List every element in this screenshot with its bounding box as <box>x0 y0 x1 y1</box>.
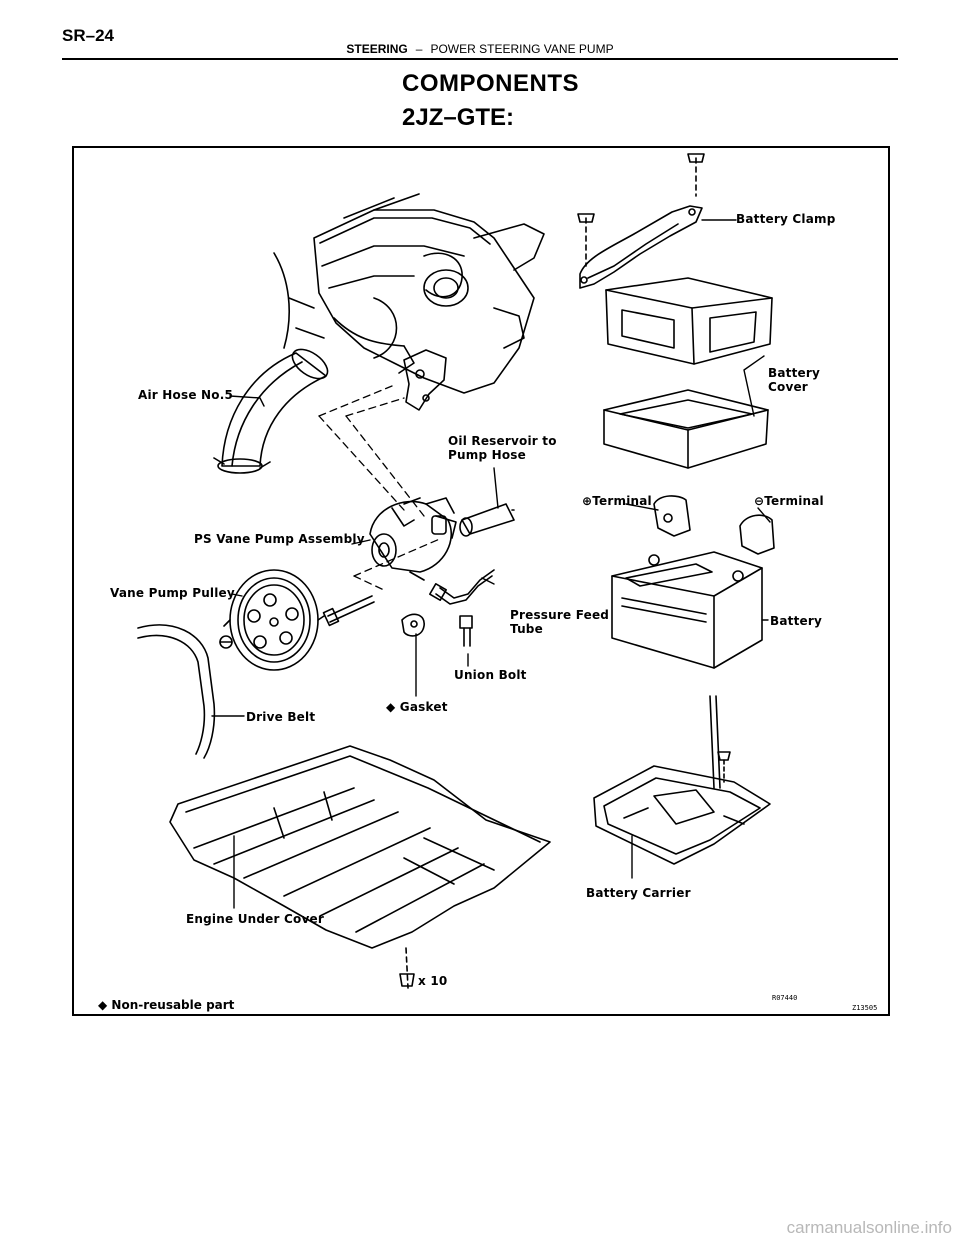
callout-bolt-quantity: x 10 <box>418 974 448 988</box>
callout-drive-belt: Drive Belt <box>246 710 316 724</box>
vane-pump-pulley-illustration <box>223 569 325 671</box>
callout-battery: Battery <box>770 614 822 628</box>
union-bolt-illustration <box>459 615 473 647</box>
figure-code: R07440 <box>772 994 798 1002</box>
figure-id: Z13505 <box>852 1004 878 1012</box>
battery-clamp-illustration <box>577 153 705 289</box>
engine-under-cover-illustration <box>169 745 551 989</box>
callout-oil-reservoir-hose-line2: Pump Hose <box>448 448 526 462</box>
callout-union-bolt: Union Bolt <box>454 668 527 682</box>
callout-plus-terminal: ⊕Terminal <box>582 494 652 508</box>
page-title: COMPONENTS <box>402 70 580 97</box>
battery-carrier-illustration <box>593 695 771 865</box>
chapter-name: STEERING <box>346 42 408 56</box>
oil-reservoir-hose-illustration <box>459 503 515 537</box>
callout-ps-vane-pump: PS Vane Pump Assembly <box>194 532 365 546</box>
legend-non-reusable: ◆ Non-reusable part <box>98 998 235 1012</box>
callout-battery-carrier: Battery Carrier <box>586 886 691 900</box>
battery-cover-upper-illustration <box>605 277 773 365</box>
page-subtitle: 2JZ–GTE: <box>402 104 515 131</box>
running-head: STEERING–POWER STEERING VANE PUMP <box>0 42 960 56</box>
page-number: SR–24 <box>62 26 114 45</box>
callout-engine-under-cover: Engine Under Cover <box>186 912 324 926</box>
callout-pressure-feed-tube-line2: Tube <box>510 622 543 636</box>
callout-battery-cover-line1: Battery <box>768 366 820 380</box>
gasket-illustration <box>401 613 425 637</box>
battery-illustration <box>611 551 763 669</box>
callout-oil-reservoir-hose-line1: Oil Reservoir to <box>448 434 557 448</box>
battery-cover-lower-illustration <box>603 389 769 469</box>
callout-vane-pump-pulley: Vane Pump Pulley <box>110 586 235 600</box>
drive-belt-illustration <box>137 624 216 759</box>
header-rule <box>62 58 898 60</box>
callout-pressure-feed-tube-line1: Pressure Feed <box>510 608 610 622</box>
pressure-feed-tube-illustration <box>429 569 495 605</box>
vane-pump-illustration <box>369 497 457 581</box>
header-separator: – <box>415 42 423 56</box>
diagram-artwork <box>137 153 775 989</box>
callout-air-hose: Air Hose No.5 <box>138 388 234 402</box>
component-diagram: Battery Clamp Battery Cover Air Hose No.… <box>72 146 890 1016</box>
section-name: POWER STEERING VANE PUMP <box>430 42 614 56</box>
callout-gasket: ◆ Gasket <box>386 700 448 714</box>
watermark: carmanualsonline.info <box>786 1218 952 1237</box>
callout-minus-terminal: ⊖Terminal <box>754 494 824 508</box>
callout-battery-clamp: Battery Clamp <box>736 212 836 226</box>
air-hose-illustration <box>213 348 329 474</box>
engine-illustration <box>273 193 545 411</box>
callout-battery-cover-line2: Cover <box>768 380 808 394</box>
